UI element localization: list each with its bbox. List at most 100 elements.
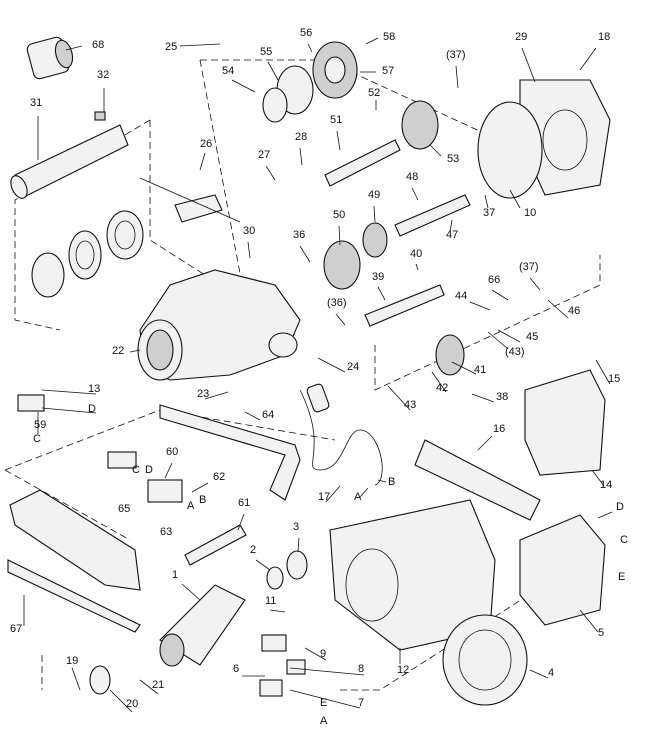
small-parts — [17, 394, 308, 697]
part-10-plate — [477, 101, 543, 199]
leader-line — [41, 389, 97, 395]
leader-line — [199, 152, 206, 171]
leader-line — [591, 469, 605, 487]
callout-label-c65: 65 — [118, 503, 130, 515]
parts-33-35-bearings — [31, 210, 144, 298]
leader-line — [204, 391, 229, 400]
leader-line — [65, 45, 83, 51]
leader-line — [431, 371, 447, 393]
part-5-field-coil — [519, 514, 606, 626]
part-1-armature — [159, 584, 246, 667]
callout-label-c13: 13 — [88, 383, 100, 395]
leader-line — [307, 43, 313, 53]
callout-label-c62: 62 — [213, 471, 225, 483]
callout-label-la1: A — [354, 491, 362, 503]
callout-label-c61: 61 — [238, 497, 250, 509]
callout-label-c37: 37 — [483, 207, 495, 219]
part-26-lock-bracket — [139, 177, 241, 223]
part-16-side-handle — [414, 439, 541, 521]
callout-label-c60: 60 — [166, 446, 178, 458]
leader-line — [255, 559, 271, 571]
callout-label-c5: 5 — [598, 627, 604, 639]
callout-label-c47: 47 — [446, 229, 458, 241]
callout-label-c49: 49 — [368, 189, 380, 201]
callout-label-lc1: C — [33, 433, 41, 445]
callout-label-c66: 66 — [488, 274, 500, 286]
callout-label-c26: 26 — [200, 138, 212, 150]
leader-line — [299, 245, 311, 263]
leader-line — [179, 43, 221, 47]
leader-line — [269, 609, 286, 613]
part-31-spindle — [10, 111, 129, 199]
leader-line — [365, 37, 379, 45]
callout-label-c58: 58 — [383, 31, 395, 43]
leader-line — [547, 299, 569, 319]
leader-line — [451, 361, 477, 375]
leader-line — [237, 513, 245, 531]
callout-label-c11: 11 — [265, 595, 276, 607]
leader-line — [597, 511, 613, 519]
callout-labels: 1234567891011121314151617181920212223242… — [10, 27, 628, 727]
callout-label-c4: 4 — [548, 667, 554, 679]
callout-label-c1: 1 — [172, 569, 178, 581]
callout-label-c63: 63 — [160, 526, 172, 538]
callout-label-c21: 21 — [152, 679, 164, 691]
leader-line — [267, 61, 279, 81]
callout-label-c32: 32 — [97, 69, 109, 81]
leader-line — [297, 537, 300, 553]
callout-label-c8: 8 — [358, 663, 364, 675]
callout-label-lb1: B — [388, 476, 395, 488]
callout-label-c2: 2 — [250, 544, 256, 556]
callout-label-c52: 52 — [368, 87, 380, 99]
callout-label-le1: E — [618, 571, 625, 583]
callout-label-c30: 30 — [243, 225, 255, 237]
callout-label-c16: 16 — [493, 423, 505, 435]
leader-line — [265, 165, 276, 181]
leader-line — [509, 189, 521, 209]
leader-line — [377, 286, 386, 301]
leader-line — [139, 679, 159, 695]
leader-line — [387, 385, 411, 411]
callout-label-c7: 7 — [358, 697, 364, 709]
leader-line — [335, 313, 346, 326]
callout-label-c43: 43 — [404, 399, 416, 411]
leader-line — [487, 331, 509, 350]
part-59-rear-handle — [9, 489, 141, 591]
leader-line — [491, 289, 509, 301]
callout-label-c48: 48 — [406, 171, 418, 183]
leader-line — [325, 485, 341, 503]
leader-line — [477, 435, 493, 451]
callout-label-c56: 56 — [300, 27, 312, 39]
leader-line — [129, 349, 141, 353]
callout-label-c18: 18 — [598, 31, 610, 43]
leader-line — [359, 487, 369, 498]
leader-line — [244, 411, 261, 421]
leader-line — [41, 407, 97, 414]
callout-label-la3: A — [320, 715, 328, 727]
leader-line — [338, 225, 341, 246]
callout-label-c23: 23 — [197, 388, 209, 400]
leader-line — [471, 393, 495, 403]
callout-label-c55: 55 — [260, 46, 272, 58]
callout-label-c59: 59 — [34, 419, 46, 431]
callout-label-c43p: (43) — [505, 346, 525, 358]
callout-label-c50: 50 — [333, 209, 345, 221]
leader-line — [299, 147, 303, 166]
callout-label-c31: 31 — [30, 97, 42, 109]
callout-label-c45: 45 — [526, 331, 538, 343]
leader-line — [289, 689, 361, 709]
gear-parts — [262, 41, 465, 376]
part-14-end-cover — [524, 369, 606, 476]
callout-label-c24: 24 — [347, 361, 359, 373]
leader-line — [289, 667, 365, 676]
leader-line — [411, 187, 419, 201]
callout-label-c38: 38 — [496, 391, 508, 403]
callout-label-c19: 19 — [66, 655, 78, 667]
part-67-wedge — [7, 559, 141, 633]
callout-label-c37b: (37) — [519, 261, 539, 273]
callout-label-c12: 12 — [397, 664, 409, 676]
leader-line — [336, 130, 341, 151]
callout-label-c27: 27 — [258, 149, 270, 161]
callout-label-c67: 67 — [10, 623, 22, 635]
